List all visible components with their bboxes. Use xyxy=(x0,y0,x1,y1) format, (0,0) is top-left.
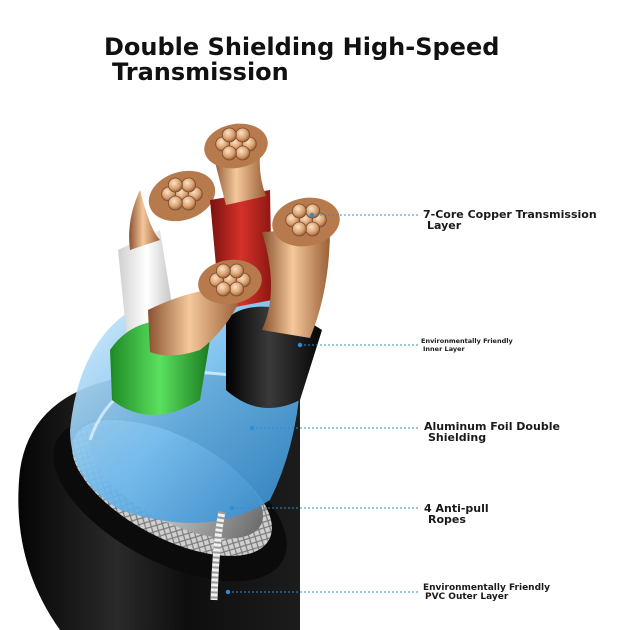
callout-pvc-outer-line2: PVC Outer Layer xyxy=(425,592,509,602)
copper-strand xyxy=(229,263,245,279)
callout-inner-layer: Environmentally Friendly Inner Layer xyxy=(421,337,513,353)
copper-strand xyxy=(291,221,307,237)
copper-strand xyxy=(221,145,237,161)
callout-inner-layer-line2: Inner Layer xyxy=(423,345,465,353)
copper-strand xyxy=(167,195,183,211)
callout-anti-pull-ropes-line1: 4 Anti-pull xyxy=(424,502,489,515)
copper-strand xyxy=(167,177,183,193)
copper-strand xyxy=(291,203,307,219)
callout-inner-layer-line1: Environmentally Friendly xyxy=(421,337,513,345)
copper-strand xyxy=(181,177,197,193)
headline-line-1: Double Shielding High-Speed xyxy=(104,33,500,61)
callout-leader-lines xyxy=(225,212,420,595)
copper-strand xyxy=(305,221,321,237)
callout-foil-shielding-line1: Aluminum Foil Double xyxy=(424,420,560,433)
copper-strand xyxy=(235,127,251,143)
callout-anti-pull-ropes: 4 Anti-pull Ropes xyxy=(424,503,489,525)
copper-strand xyxy=(229,281,245,297)
copper-strand xyxy=(221,127,237,143)
callout-copper-core: 7-Core Copper Transmission Layer xyxy=(423,209,597,231)
copper-strand xyxy=(235,145,251,161)
anti-pull-rope xyxy=(210,511,226,601)
callout-pvc-outer-line1: Environmentally Friendly xyxy=(423,583,550,593)
copper-strand-bundles xyxy=(161,127,327,297)
callout-anti-pull-ropes-line2: Ropes xyxy=(428,513,466,526)
copper-strand xyxy=(215,281,231,297)
green-insulated-wire xyxy=(110,259,262,415)
copper-strand xyxy=(181,195,197,211)
callout-pvc-outer: Environmentally Friendly PVC Outer Layer xyxy=(423,584,550,602)
copper-strand xyxy=(215,263,231,279)
callout-foil-shielding: Aluminum Foil Double Shielding xyxy=(424,421,560,443)
headline-line-2: Transmission xyxy=(112,58,289,86)
callout-foil-shielding-line2: Shielding xyxy=(428,431,487,444)
callout-copper-core-line2: Layer xyxy=(427,219,462,232)
callout-copper-core-line1: 7-Core Copper Transmission xyxy=(423,208,597,221)
